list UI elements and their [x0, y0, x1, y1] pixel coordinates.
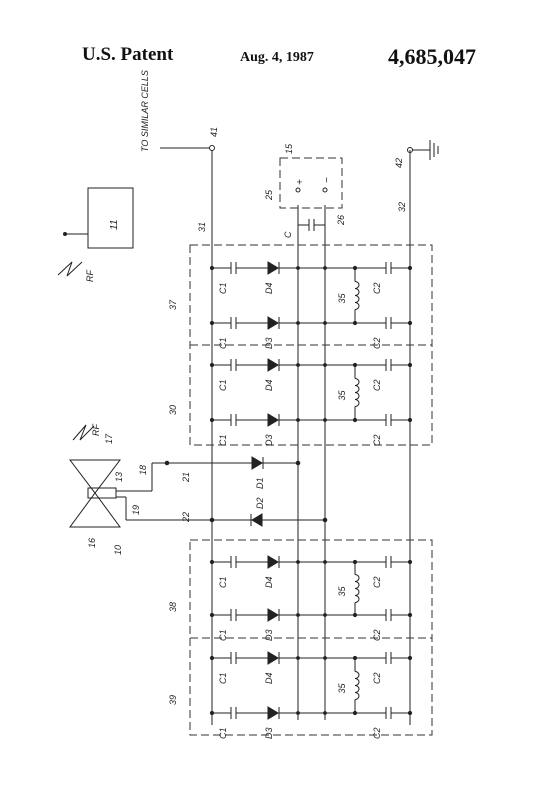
- patent-number: 4,685,047: [388, 44, 476, 69]
- label-13: 13: [114, 472, 124, 482]
- label-d3: D3: [264, 727, 274, 739]
- label-d3: D3: [264, 629, 274, 641]
- label-c1: C1: [218, 629, 228, 641]
- box-11: [87, 187, 134, 249]
- label-d3: D3: [264, 337, 274, 349]
- label-c2: C2: [372, 337, 382, 349]
- label-d4: D4: [264, 576, 274, 588]
- label-c1: C1: [218, 337, 228, 349]
- label-plus: +: [295, 179, 306, 185]
- label-c2: C2: [372, 576, 382, 588]
- label-c1: C1: [218, 434, 228, 446]
- label-c1: C1: [218, 576, 228, 588]
- label-42: 42: [394, 158, 404, 168]
- label-39: 39: [168, 695, 178, 705]
- cell-rows: [209, 261, 413, 720]
- label-d4: D4: [264, 282, 274, 294]
- label-17: 17: [104, 433, 114, 444]
- label-38: 38: [168, 602, 178, 612]
- label-15: 15: [284, 143, 294, 154]
- label-c2: C2: [372, 629, 382, 641]
- label-35: 35: [337, 585, 347, 596]
- label-c2: C2: [372, 379, 382, 391]
- diode-d1: [251, 456, 264, 470]
- label-41: 41: [209, 127, 219, 137]
- load-box-15: [279, 157, 343, 209]
- label-c2: C2: [372, 282, 382, 294]
- label-c: C: [283, 231, 293, 238]
- label-31: 31: [197, 222, 207, 232]
- label-26: 26: [336, 215, 346, 226]
- label-d2: D2: [255, 497, 265, 509]
- label-21: 21: [181, 472, 191, 483]
- label-d1: D1: [255, 477, 265, 489]
- label-c2: C2: [372, 434, 382, 446]
- junction-d1: [295, 460, 301, 466]
- junction-d2: [322, 517, 328, 523]
- label-30: 30: [168, 405, 178, 415]
- label-c1: C1: [218, 672, 228, 684]
- label-19: 19: [131, 505, 141, 515]
- label-minus: −: [322, 177, 333, 183]
- rf-arrow-icon: [57, 261, 83, 277]
- label-25: 25: [264, 189, 274, 201]
- label-37: 37: [168, 299, 178, 310]
- ground-icon: [429, 140, 439, 160]
- junction-22: [209, 517, 215, 523]
- label-22: 22: [181, 512, 191, 523]
- label-rf-2: RF: [91, 424, 101, 436]
- antenna-dot: [63, 232, 67, 236]
- junction-21: [164, 460, 170, 466]
- label-rf-1: RF: [85, 270, 95, 282]
- patent-label: U.S. Patent: [82, 44, 174, 65]
- label-c1: C1: [218, 379, 228, 391]
- label-c1: C1: [218, 727, 228, 739]
- terminal-41: [209, 145, 215, 151]
- label-35: 35: [337, 389, 347, 400]
- terminal-26: [322, 187, 328, 193]
- rf-arrow-icon-2: [72, 424, 95, 441]
- patent-date: Aug. 4, 1987: [240, 50, 314, 65]
- terminal-25: [295, 187, 301, 193]
- label-11: 11: [109, 220, 120, 230]
- diode-d2: [250, 513, 263, 527]
- label-32: 32: [397, 202, 407, 212]
- label-10: 10: [113, 545, 123, 555]
- label-35: 35: [337, 292, 347, 303]
- label-c2: C2: [372, 727, 382, 739]
- label-d3: D3: [264, 434, 274, 446]
- label-to-similar-cells: TO SIMILAR CELLS: [140, 70, 150, 152]
- label-c1: C1: [218, 282, 228, 294]
- label-c2: C2: [372, 672, 382, 684]
- label-18: 18: [138, 465, 148, 475]
- capacitor-c: [298, 219, 325, 231]
- dipole-antenna: [68, 459, 122, 528]
- label-d4: D4: [264, 672, 274, 684]
- label-16: 16: [87, 538, 97, 548]
- label-35: 35: [337, 682, 347, 693]
- label-d4: D4: [264, 379, 274, 391]
